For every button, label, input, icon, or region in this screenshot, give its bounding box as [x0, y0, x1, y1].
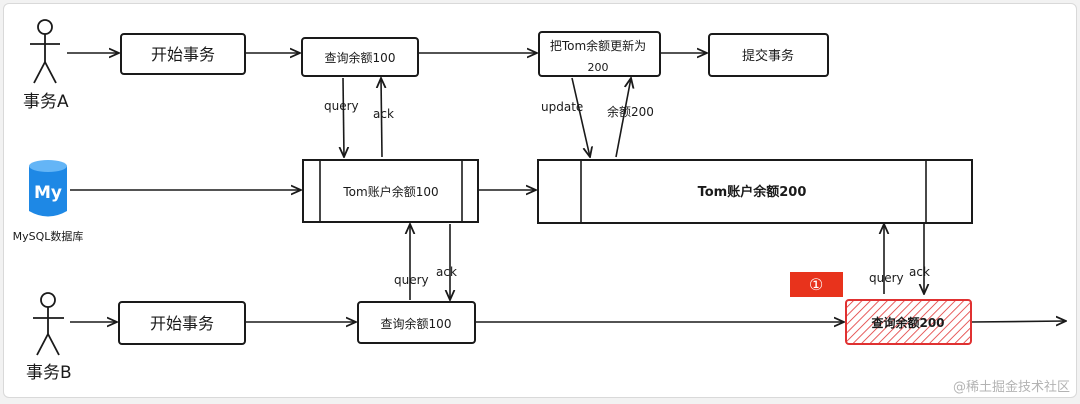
- diagram-canvas: 事务A My MySQL数据库 事务B 开始事务 查询余额100 把Tom余额更…: [3, 3, 1077, 398]
- mysql-database-icon: My: [29, 160, 67, 217]
- tx-a-update-label: update: [541, 100, 583, 114]
- tx-b-query-box-2: 查询余额200: [845, 299, 972, 345]
- storage-before-text: Tom账户余额100: [342, 184, 438, 199]
- actor-a-figure: [30, 19, 60, 84]
- step-badge-text: ①: [809, 275, 823, 294]
- tx-a-query-label: query: [324, 99, 359, 113]
- actor-b-figure: [33, 292, 64, 356]
- tx-b-query-text-1: 查询余额100: [381, 316, 452, 331]
- tx-b-query-label-2: query: [869, 271, 904, 285]
- tx-b-ack-label-1: ack: [436, 265, 457, 279]
- tx-a-balance-label: 余额200: [607, 104, 654, 119]
- actor-b-label: 事务B: [26, 363, 72, 383]
- row-b-storage-links: [410, 224, 924, 300]
- tx-a-query-text: 查询余额100: [325, 50, 396, 65]
- watermark: @稀土掘金技术社区: [953, 379, 1070, 395]
- tx-a-ack-label: ack: [373, 107, 394, 121]
- tx-b-query-box-1: 查询余额100: [357, 301, 476, 344]
- actor-a-label: 事务A: [23, 92, 69, 112]
- tx-a-query-box: 查询余额100: [301, 37, 419, 77]
- tx-b-start-box: 开始事务: [118, 301, 246, 345]
- tx-a-commit-text: 提交事务: [742, 48, 794, 64]
- tx-b-query-text-2: 查询余额200: [870, 315, 944, 330]
- tx-a-update-box: 把Tom余额更新为 200: [538, 31, 661, 77]
- row-b-connectors: [70, 321, 1066, 322]
- tx-a-update-text-line2: 200: [588, 61, 609, 74]
- flow-diagram: 事务A My MySQL数据库 事务B 开始事务 查询余额100 把Tom余额更…: [13, 19, 1070, 395]
- tx-a-update-text-line1: 把Tom余额更新为: [550, 38, 646, 53]
- tx-a-commit-box: 提交事务: [708, 33, 829, 77]
- tx-a-start-text: 开始事务: [151, 45, 215, 64]
- mysql-logo-text: My: [34, 183, 62, 203]
- database-label: MySQL数据库: [13, 229, 84, 243]
- tx-a-start-box: 开始事务: [120, 33, 246, 75]
- tx-b-start-text: 开始事务: [150, 314, 214, 333]
- storage-before-box: Tom账户余额100: [302, 159, 479, 223]
- tx-b-query-label-1: query: [394, 273, 429, 287]
- storage-after-text: Tom账户余额200: [698, 184, 807, 200]
- step-badge: ①: [790, 272, 843, 297]
- tx-b-ack-label-2: ack: [909, 265, 930, 279]
- storage-after-box: Tom账户余额200: [537, 159, 973, 224]
- row-a-storage-links: [343, 78, 631, 157]
